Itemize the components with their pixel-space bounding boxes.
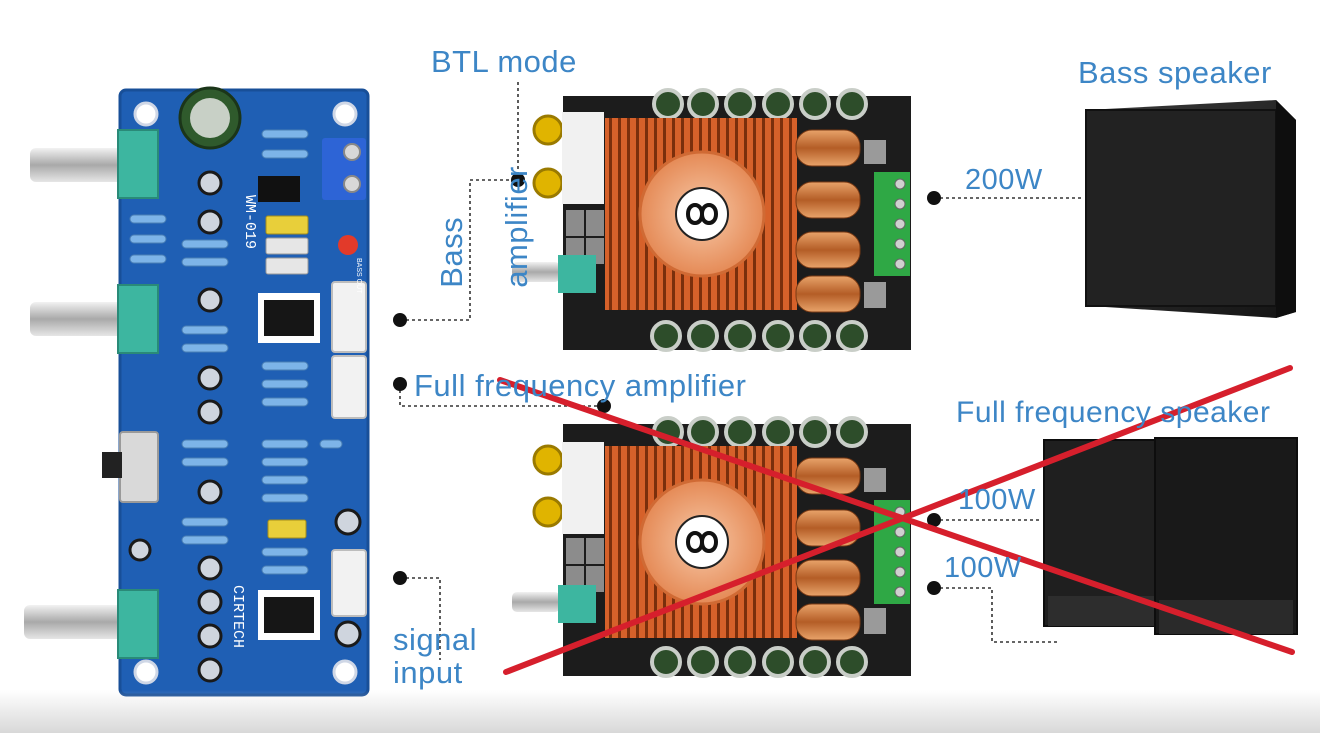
bass-speaker <box>1085 100 1296 318</box>
film-capacitors <box>265 215 309 539</box>
bass-speaker-label: Bass speaker <box>1078 55 1272 90</box>
potentiometer-bass[interactable] <box>30 284 159 354</box>
btl-mode-label: BTL mode <box>431 44 577 79</box>
power-led <box>338 235 358 255</box>
signal-input-line1: signal <box>393 622 477 657</box>
crossed-out-mark <box>497 365 1295 675</box>
phase-switch <box>102 431 159 503</box>
small-capacitors <box>128 170 362 683</box>
output-headers <box>331 281 367 617</box>
bass-amplifier-board <box>512 88 911 352</box>
ceramic-capacitors <box>265 237 309 275</box>
full-frequency-speakers <box>1043 437 1298 635</box>
signal-input-label: signal input <box>393 622 477 690</box>
bottom-shadow <box>0 690 1320 733</box>
input-terminal <box>322 138 366 200</box>
connector-lines <box>399 82 1084 660</box>
silkscreen-brand: CIRTECH <box>229 585 246 648</box>
resistors <box>129 129 343 575</box>
full-power-label-2: 100W <box>944 552 1022 584</box>
op-amp-ic-upper <box>258 293 320 343</box>
bass-amplifier-line2: amplifier <box>498 166 534 288</box>
bass-amplifier-label: Bass amplifier <box>403 166 534 306</box>
full-frequency-amplifier-label: Full frequency amplifier <box>414 368 747 403</box>
bass-power-label: 200W <box>965 164 1043 196</box>
signal-input-line2: input <box>393 654 463 690</box>
potentiometer-treble[interactable] <box>30 129 159 199</box>
silkscreen-bass-out: BASS OUT <box>355 258 362 294</box>
full-frequency-amplifier-board <box>512 416 911 678</box>
preamp-board: WM-019 CIRTECH BASS OUT <box>102 86 370 697</box>
connector-dots <box>393 173 941 595</box>
potentiometer-volume[interactable] <box>24 589 159 659</box>
silkscreen-model: WM-019 <box>241 195 258 249</box>
electrolytic-capacitor <box>178 86 242 150</box>
bass-amplifier-line1: Bass <box>433 216 469 288</box>
op-amp-ic-lower <box>258 590 320 640</box>
full-power-label-1: 100W <box>958 484 1036 516</box>
voltage-regulator <box>258 176 300 202</box>
full-frequency-speaker-label: Full frequency speaker <box>956 396 1271 429</box>
